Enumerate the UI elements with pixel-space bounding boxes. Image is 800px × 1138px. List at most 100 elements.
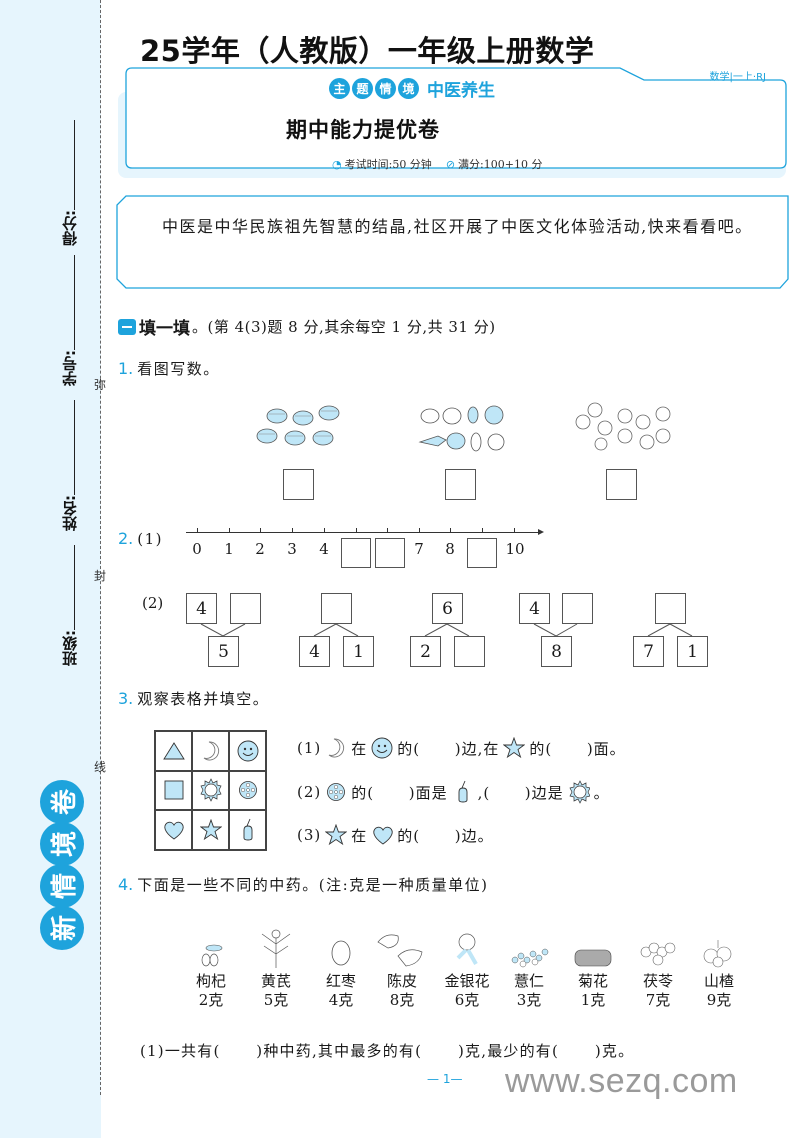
seal-char: 弥 xyxy=(94,378,107,392)
herb-weight: 2克 xyxy=(198,991,224,1009)
clock-icon: ◔ xyxy=(332,158,342,171)
text-with-blank[interactable]: 的( )边。 xyxy=(397,826,494,845)
herb-weight: 5克 xyxy=(263,991,289,1009)
section-heading: 填一填 。(第 4(3)题 8 分,其余每空 1 分,共 31 分) xyxy=(118,314,496,339)
herb-weight: 7克 xyxy=(645,991,671,1009)
grid-cell-drop xyxy=(229,810,266,850)
theme-row: 主 题 情 境 中医养生 xyxy=(329,76,495,101)
brand-char: 卷 xyxy=(40,780,84,824)
name-blank[interactable] xyxy=(73,400,75,495)
bond-blank[interactable] xyxy=(321,593,352,624)
sun-icon xyxy=(199,778,222,803)
q3-sub-2: (2) 的( )面是 ,( )边是 。 xyxy=(297,780,610,804)
question-text: 看图写数。 xyxy=(137,360,220,378)
bond-box: 1 xyxy=(343,636,374,667)
page-number: — 1— xyxy=(427,1072,463,1086)
text-with-blank[interactable]: 的( )边,在 xyxy=(397,739,500,758)
q3-sub-3: (3) 在 的( )边。 xyxy=(297,824,494,846)
student-id-field[interactable]: 学号: xyxy=(60,255,80,386)
exam-time: 考试时间:50 分钟 xyxy=(344,158,432,171)
class-label: 班级: xyxy=(61,630,79,666)
herb-item: 红枣 4克 xyxy=(313,930,369,1010)
herb-weight: 9克 xyxy=(706,991,732,1009)
grid-cell-flower xyxy=(229,770,266,811)
text: 在 xyxy=(351,739,368,758)
drop-icon xyxy=(452,780,474,803)
star-icon xyxy=(503,737,526,759)
herb-item: 陈皮 8克 xyxy=(374,930,430,1010)
grid-cell-star xyxy=(192,810,229,850)
arrow-right-icon xyxy=(538,529,544,535)
name-label: 姓名: xyxy=(61,495,79,531)
theme-badge: 题 xyxy=(352,78,373,99)
tick xyxy=(197,528,198,533)
text-with-blank[interactable]: 的( )面。 xyxy=(529,739,626,758)
herb-item: 薏仁 3克 xyxy=(501,930,557,1010)
poria-icon xyxy=(630,930,686,968)
sub-label: (1) xyxy=(297,739,322,757)
tick-label: 8 xyxy=(445,540,455,558)
intro-box: 中医是中华民族祖先智慧的结晶,社区开展了中医文化体验活动,快来看看吧。 xyxy=(116,195,790,289)
seal-char: 线 xyxy=(94,760,107,774)
herb-name: 金银花 xyxy=(444,972,490,990)
herb-item: 黄芪 5克 xyxy=(248,929,304,1010)
answer-box-q1-2[interactable] xyxy=(445,469,476,500)
herb-name: 薏仁 xyxy=(513,972,544,990)
tick xyxy=(229,528,230,533)
q4-sub-1[interactable]: (1)一共有( )种中药,其中最多的有( )克,最少的有( )克。 xyxy=(140,1042,635,1060)
tick-label: 10 xyxy=(505,540,525,558)
number-line-blank-5[interactable] xyxy=(341,538,371,568)
tick-label: 4 xyxy=(319,540,329,558)
bond-blank[interactable] xyxy=(562,593,593,624)
herb-item: 枸杞 2克 xyxy=(183,930,239,1010)
tick xyxy=(292,528,293,533)
goji-icon xyxy=(183,930,239,968)
tick xyxy=(514,528,515,533)
answer-box-q1-1[interactable] xyxy=(283,469,314,500)
bond-blank[interactable] xyxy=(454,636,485,667)
bond-box: 2 xyxy=(410,636,441,667)
score-field[interactable]: 得分: xyxy=(60,120,80,246)
smiley-icon xyxy=(371,737,393,759)
herb-name: 陈皮 xyxy=(386,972,417,990)
student-id-blank[interactable] xyxy=(73,255,75,350)
bond-blank[interactable] xyxy=(230,593,261,624)
grid-cell-heart xyxy=(155,810,192,850)
number-line-blank-6[interactable] xyxy=(375,538,405,568)
grid-cell-smiley xyxy=(229,731,266,771)
tick-label: 3 xyxy=(287,540,297,558)
honeysuckle-icon xyxy=(439,930,495,968)
clam-shells-picture xyxy=(256,405,340,446)
herb-item: 茯苓 7克 xyxy=(630,930,686,1010)
score-label: 得分: xyxy=(61,210,79,246)
score-blank[interactable] xyxy=(73,120,75,210)
part-label: (1) xyxy=(137,530,164,548)
herb-weight: 1克 xyxy=(580,991,606,1009)
smiley-icon xyxy=(237,740,258,762)
answer-box-q1-3[interactable] xyxy=(606,469,637,500)
section-number-icon xyxy=(118,318,136,335)
class-field[interactable]: 班级: xyxy=(60,545,80,666)
question-number: 4. xyxy=(118,875,134,894)
text-with-blank[interactable]: ,( )边是 xyxy=(477,783,564,802)
star-icon xyxy=(199,819,222,841)
seal-char: 封 xyxy=(94,569,107,583)
class-blank[interactable] xyxy=(73,545,75,630)
tick xyxy=(387,528,388,533)
title-banner: 数学|一上·RJ 主 题 情 境 中医养生 期中能力提优卷 xyxy=(124,66,788,170)
name-field[interactable]: 姓名: xyxy=(60,400,80,531)
hawthorn-icon xyxy=(691,930,747,968)
brand-char: 境 xyxy=(40,822,84,866)
tick-label: 7 xyxy=(414,540,424,558)
bond-blank[interactable] xyxy=(655,593,686,624)
text-with-blank[interactable]: 的( )面是 xyxy=(351,783,448,802)
herb-weight: 3克 xyxy=(516,991,542,1009)
question-number: 3. xyxy=(118,689,134,708)
exam-subtitle: 期中能力提优卷 xyxy=(286,117,440,142)
tick xyxy=(324,528,325,533)
intro-frame xyxy=(116,195,789,289)
student-id-label: 学号: xyxy=(61,350,79,386)
seal-dashed-line xyxy=(100,0,101,1095)
number-line-blank-9[interactable] xyxy=(467,538,497,568)
coix-seed-icon xyxy=(501,930,557,968)
